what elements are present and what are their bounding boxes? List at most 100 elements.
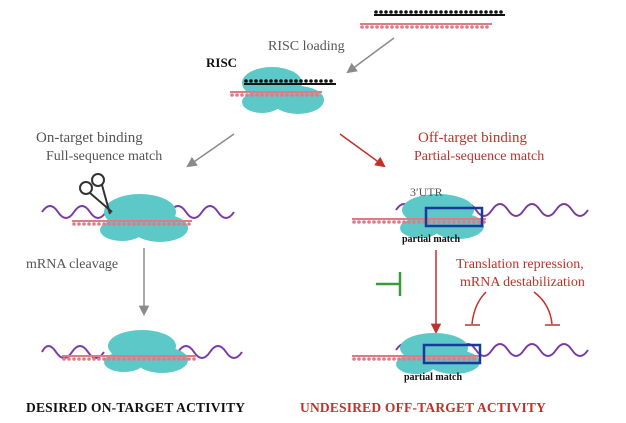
nucleotide-dot (182, 222, 186, 226)
nucleotide-dot (452, 220, 456, 224)
nucleotide-dot (367, 357, 371, 361)
nucleotide-dot (434, 10, 438, 14)
nucleotide-dot (429, 10, 433, 14)
nucleotide-dot (137, 222, 141, 226)
nucleotide-dot (72, 222, 76, 226)
nucleotide-dot (319, 79, 323, 83)
nucleotide-dot (132, 222, 136, 226)
nucleotide-dot (392, 220, 396, 224)
utr-label: 3′UTR (410, 185, 443, 199)
nucleotide-dot (467, 220, 471, 224)
effect-line-2: mRNA destabilization (460, 275, 585, 290)
nucleotide-dot (415, 25, 419, 29)
nucleotide-dot (284, 79, 288, 83)
nucleotide-dot (425, 25, 429, 29)
nucleotide-dot (122, 357, 126, 361)
nucleotide-dot (404, 10, 408, 14)
nucleotide-dot (480, 25, 484, 29)
off-target-subtitle: Partial-sequence match (414, 149, 544, 164)
nucleotide-dot (455, 25, 459, 29)
nucleotide-dot (372, 357, 376, 361)
nucleotide-dot (465, 25, 469, 29)
effect-line-1: Translation repression, (456, 257, 584, 272)
nucleotide-dot (397, 357, 401, 361)
nucleotide-dot (152, 357, 156, 361)
nucleotide-dot (362, 220, 366, 224)
nucleotide-dot (382, 357, 386, 361)
nucleotide-dot (112, 222, 116, 226)
nucleotide-dot (367, 220, 371, 224)
cleaved-mrna-complex (41, 330, 243, 373)
nucleotide-dot (147, 222, 151, 226)
nucleotide-dot (365, 25, 369, 29)
nucleotide-dot (452, 357, 456, 361)
nucleotide-dot (132, 357, 136, 361)
nucleotide-dot (399, 10, 403, 14)
nucleotide-dot (117, 357, 121, 361)
nucleotide-dot (259, 79, 263, 83)
nucleotide-dot (485, 25, 489, 29)
nucleotide-dot (392, 357, 396, 361)
nucleotide-dot (97, 357, 101, 361)
nucleotide-dot (379, 10, 383, 14)
nucleotide-dot (432, 357, 436, 361)
partial-match-box-1 (424, 206, 484, 228)
nucleotide-dot (374, 10, 378, 14)
nucleotide-dot (279, 79, 283, 83)
nucleotide-dot (417, 220, 421, 224)
partial-match-box-2 (422, 343, 482, 365)
nucleotide-dot (405, 25, 409, 29)
nucleotide-dot (299, 79, 303, 83)
nucleotide-dot (420, 25, 424, 29)
nucleotide-dot (72, 357, 76, 361)
nucleotide-dot (269, 79, 273, 83)
nucleotide-dot (432, 220, 436, 224)
nucleotide-dot (177, 357, 181, 361)
nucleotide-dot (442, 357, 446, 361)
nucleotide-dot (314, 79, 318, 83)
nucleotide-dot (187, 357, 191, 361)
nucleotide-dot (357, 357, 361, 361)
nucleotide-dot (430, 25, 434, 29)
nucleotide-dot (162, 222, 166, 226)
nucleotide-dot (250, 93, 254, 97)
nucleotide-dot (142, 222, 146, 226)
nucleotide-dot (475, 25, 479, 29)
nucleotide-dot (172, 357, 176, 361)
nucleotide-dot (122, 222, 126, 226)
nucleotide-dot (255, 93, 259, 97)
nucleotide-dot (82, 222, 86, 226)
desired-activity-label: DESIRED ON-TARGET ACTIVITY (26, 400, 245, 415)
nucleotide-dot (82, 357, 86, 361)
nucleotide-dot (245, 93, 249, 97)
nucleotide-dot (410, 25, 414, 29)
nucleotide-dot (409, 10, 413, 14)
nucleotide-dot (459, 10, 463, 14)
nucleotide-dot (469, 10, 473, 14)
nucleotide-dot (310, 93, 314, 97)
nucleotide-dot (414, 10, 418, 14)
nucleotide-dot (249, 79, 253, 83)
nucleotide-dot (77, 222, 81, 226)
nucleotide-dot (62, 357, 66, 361)
nucleotide-dot (270, 93, 274, 97)
nucleotide-dot (352, 357, 356, 361)
nucleotide-dot (370, 25, 374, 29)
nucleotide-dot (417, 357, 421, 361)
nucleotide-dot (412, 357, 416, 361)
nucleotide-dot (264, 79, 268, 83)
nucleotide-dot (377, 220, 381, 224)
nucleotide-dot (484, 10, 488, 14)
nucleotide-dot (300, 93, 304, 97)
nucleotide-dot (384, 10, 388, 14)
nucleotide-dot (162, 357, 166, 361)
nucleotide-dot (494, 10, 498, 14)
nucleotide-dot (442, 220, 446, 224)
nucleotide-dot (92, 357, 96, 361)
nucleotide-dot (172, 222, 176, 226)
nucleotide-dot (457, 357, 461, 361)
nucleotide-dot (285, 93, 289, 97)
nucleotide-dot (102, 222, 106, 226)
nucleotide-dot (454, 10, 458, 14)
nucleotide-dot (407, 220, 411, 224)
